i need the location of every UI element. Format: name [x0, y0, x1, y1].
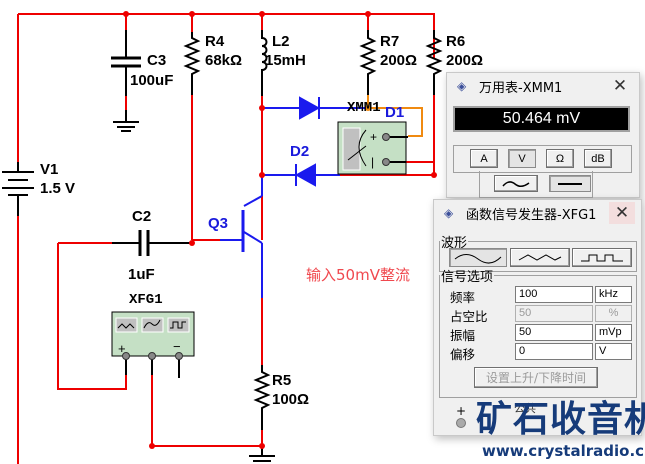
- square-wave-icon: [581, 254, 623, 261]
- fg-terminal-plus: +: [456, 404, 467, 418]
- multimeter-window: ◈ 万用表-XMM1 ✕ 50.464 mV A V Ω dB: [446, 72, 640, 198]
- watermark-logo: 矿石收音机: [476, 399, 645, 440]
- v1-ref: V1: [40, 161, 59, 178]
- triangle-wave-icon: [518, 253, 562, 261]
- waveform-sine-button[interactable]: [449, 248, 507, 267]
- resistor-r5: [253, 365, 271, 430]
- offset-label: 偏移: [450, 347, 476, 362]
- offset-input[interactable]: 0: [515, 343, 593, 360]
- xfg1-ref: XFG1: [129, 292, 163, 308]
- instrument-icon: ◈: [444, 206, 454, 220]
- fg-common-label: 公共: [514, 402, 536, 415]
- r5-value: 100Ω: [272, 391, 310, 408]
- inductor-l2: [261, 30, 268, 96]
- r7-ref: R7: [380, 33, 400, 50]
- r4-value: 68kΩ: [205, 52, 243, 69]
- mode-button-v[interactable]: V: [508, 149, 536, 168]
- ground-c3: [113, 110, 139, 132]
- multimeter-titlebar[interactable]: ◈ 万用表-XMM1: [447, 73, 639, 99]
- close-icon[interactable]: ✕: [609, 202, 635, 224]
- wire-xmm-plus: [367, 95, 423, 137]
- fg-terminal-icon[interactable]: [456, 418, 466, 428]
- mode-button-a[interactable]: A: [470, 149, 498, 168]
- duty-cycle-unit[interactable]: %: [595, 305, 632, 322]
- duty-cycle-label: 占空比: [450, 309, 488, 324]
- signal-options-label: 信号选项: [441, 270, 494, 285]
- diode-d2: [294, 163, 316, 187]
- dc-line-icon: [558, 182, 582, 185]
- ac-wave-icon: [502, 180, 530, 187]
- r6-value: 200Ω: [446, 52, 484, 69]
- amplitude-input[interactable]: 50: [515, 324, 593, 341]
- l2-ref: L2: [272, 33, 290, 50]
- waveform-square-button[interactable]: [572, 248, 632, 267]
- annotation-text: 输入50mV整流: [306, 266, 410, 284]
- r6-ref: R6: [446, 33, 466, 50]
- svg-text:|: |: [371, 155, 374, 169]
- xfg1-minus: −: [173, 339, 181, 354]
- amplitude-unit[interactable]: mVp: [595, 324, 632, 341]
- coupling-group: [479, 171, 593, 198]
- offset-unit[interactable]: V: [595, 343, 632, 360]
- function-generator-symbol: [111, 311, 195, 360]
- frequency-label: 频率: [450, 290, 476, 305]
- junction-dots: [123, 11, 437, 449]
- capacitor-c2: [112, 230, 192, 256]
- close-icon[interactable]: ✕: [612, 76, 628, 96]
- resistor-r7: [359, 30, 377, 95]
- frequency-unit[interactable]: kHz: [595, 286, 632, 303]
- resistor-r4: [183, 32, 201, 95]
- mode-button-ohm[interactable]: Ω: [546, 149, 574, 168]
- function-generator-titlebar[interactable]: ◈ 函数信号发生器-XFG1: [434, 200, 641, 226]
- amplitude-label: 振幅: [450, 328, 476, 343]
- frequency-input[interactable]: 100: [515, 286, 593, 303]
- c3-value: 100uF: [130, 72, 174, 89]
- rise-fall-time-button[interactable]: 设置上升/下降时间: [474, 367, 598, 388]
- v1-value: 1.5 V: [40, 180, 76, 197]
- resistor-r6: [425, 30, 443, 95]
- waveform-group: 波形: [439, 232, 637, 272]
- multimeter-title: 万用表-XMM1: [479, 80, 563, 96]
- diode-d1: [299, 96, 321, 120]
- waveform-triangle-button[interactable]: [510, 248, 570, 267]
- function-generator-title: 函数信号发生器-XFG1: [466, 207, 597, 223]
- duty-cycle-input[interactable]: 50: [515, 305, 593, 322]
- q3-ref: Q3: [208, 215, 229, 232]
- c2-ref: C2: [132, 208, 152, 225]
- xmm1-ref: XMM1: [347, 100, 381, 116]
- multimeter-symbol: + |: [337, 121, 408, 175]
- d2-ref: D2: [290, 143, 310, 160]
- r5-ref: R5: [272, 372, 292, 389]
- mode-group: [453, 145, 632, 173]
- dc-coupling-button[interactable]: [549, 175, 591, 192]
- r4-ref: R4: [205, 33, 225, 50]
- function-generator-window: ◈ 函数信号发生器-XFG1 ✕ 波形 信号选项 频率 100 kHz 占空比 …: [433, 199, 642, 436]
- battery-v1: [2, 162, 34, 216]
- instrument-icon: ◈: [457, 79, 467, 93]
- watermark-url: www.crystalradio.cn: [482, 442, 645, 460]
- xfg1-plus: +: [118, 341, 126, 356]
- sine-wave-icon: [454, 253, 502, 263]
- transistor-q3: [241, 195, 263, 298]
- wire-ground-return: [151, 358, 262, 447]
- mode-button-db[interactable]: dB: [584, 149, 612, 168]
- ac-coupling-button[interactable]: [494, 175, 538, 192]
- svg-text:+: +: [370, 130, 377, 144]
- multimeter-reading: 50.464 mV: [453, 106, 630, 132]
- waveform-group-label: 波形: [441, 236, 468, 251]
- r7-value: 200Ω: [380, 52, 418, 69]
- capacitor-c3: [111, 30, 141, 96]
- c2-value: 1uF: [128, 266, 155, 283]
- d1-ref: D1: [385, 104, 405, 121]
- l2-value: 15mH: [265, 52, 306, 69]
- signal-options-group: 信号选项: [439, 266, 637, 398]
- c3-ref: C3: [147, 52, 167, 69]
